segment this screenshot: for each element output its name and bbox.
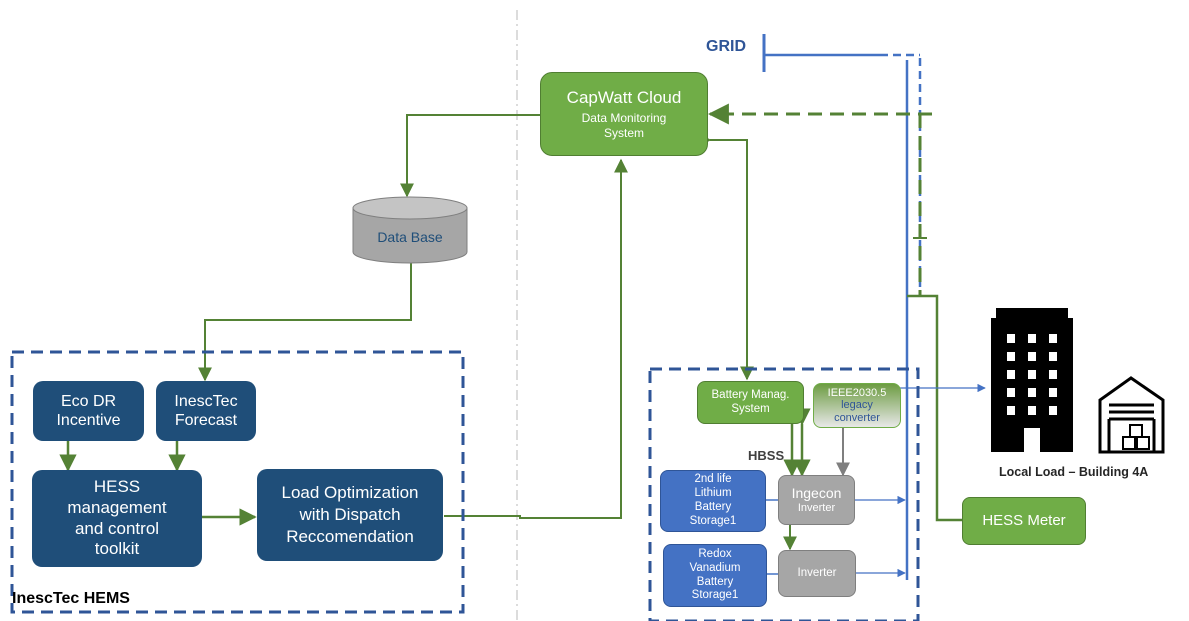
redox-battery-box[interactable]: Redox Vanadium Battery Storage1	[663, 544, 767, 607]
database-cylinder	[352, 196, 468, 264]
hess-line-3: and control	[74, 518, 160, 538]
hess-line-2: management	[67, 497, 167, 517]
hess-toolkit-box[interactable]: HESS management and control toolkit	[32, 470, 202, 567]
capwatt-subtitle-1: Data Monitoring	[581, 111, 667, 126]
forecast-line-2: Forecast	[174, 412, 238, 429]
loadopt-line-3: Reccomendation	[286, 527, 414, 547]
meter-connection	[907, 294, 962, 522]
database-to-forecast	[198, 262, 412, 382]
grid-label: GRID	[706, 38, 746, 55]
lithium-line-1: 2nd life	[694, 473, 732, 486]
redox-line-1: Redox	[698, 547, 732, 560]
inverter-box[interactable]: Inverter	[778, 550, 856, 597]
hess-meter-box[interactable]: HESS Meter	[962, 497, 1086, 545]
forecast-line-1: InescTec	[174, 392, 238, 410]
loadopt-to-cloud	[444, 158, 628, 519]
ieee-line-3: converter	[834, 411, 880, 424]
eco-dr-incentive-box[interactable]: Eco DR Incentive	[33, 381, 144, 441]
redox-line-2: Vanadium	[689, 561, 741, 574]
hess-line-1: HESS	[93, 477, 141, 497]
hems-dashed-box	[10, 350, 465, 614]
hems-title: InescTec HEMS	[12, 590, 130, 607]
ieee-converter-box[interactable]: IEEE2030.5 legacy converter	[813, 383, 901, 428]
local-load-label: Local Load – Building 4A	[999, 465, 1149, 479]
load-optimization-box[interactable]: Load Optimization with Dispatch Reccomen…	[257, 469, 443, 561]
database-label: Data Base	[377, 229, 443, 245]
warehouse-icon	[1098, 376, 1165, 454]
eco-dr-line-1: Eco DR	[60, 392, 117, 410]
ingecon-line-1: Ingecon	[791, 485, 842, 501]
ingecon-line-2: Inverter	[797, 501, 836, 514]
hbss-label: HBSS	[748, 448, 785, 463]
loadopt-line-2: with Dispatch	[299, 504, 401, 524]
lithium-battery-box[interactable]: 2nd life Lithium Battery Storage1	[660, 470, 766, 532]
eco-dr-line-2: Incentive	[56, 412, 121, 429]
lithium-line-2: Lithium	[694, 487, 732, 500]
office-building-icon	[991, 308, 1073, 452]
capwatt-cloud-box[interactable]: CapWatt Cloud Data Monitoring System	[540, 72, 708, 156]
ieee-line-2: legacy	[841, 399, 873, 412]
hbss-dashed-box	[648, 367, 920, 621]
inesctec-forecast-box[interactable]: InescTec Forecast	[156, 381, 256, 441]
inverter-label: Inverter	[797, 566, 837, 579]
cloud-to-database	[400, 114, 540, 198]
ieee-line-1: IEEE2030.5	[827, 387, 887, 400]
battery-management-box[interactable]: Battery Manag. System	[697, 381, 804, 424]
hess-meter-label: HESS Meter	[982, 512, 1066, 529]
hess-line-4: toolkit	[94, 539, 140, 559]
ingecon-inverter-box[interactable]: Ingecon Inverter	[778, 475, 855, 525]
bms-line-1: Battery Manag.	[711, 388, 790, 401]
lithium-line-4: Storage1	[689, 514, 737, 527]
loadopt-line-1: Load Optimization	[281, 482, 419, 502]
redox-line-3: Battery	[696, 575, 734, 588]
capwatt-subtitle-2: System	[603, 125, 644, 140]
capwatt-title: CapWatt Cloud	[566, 87, 682, 107]
redox-line-4: Storage1	[691, 589, 739, 602]
bms-line-2: System	[731, 402, 770, 415]
cloud-to-bms	[697, 133, 754, 381]
lithium-line-3: Battery	[694, 501, 732, 513]
